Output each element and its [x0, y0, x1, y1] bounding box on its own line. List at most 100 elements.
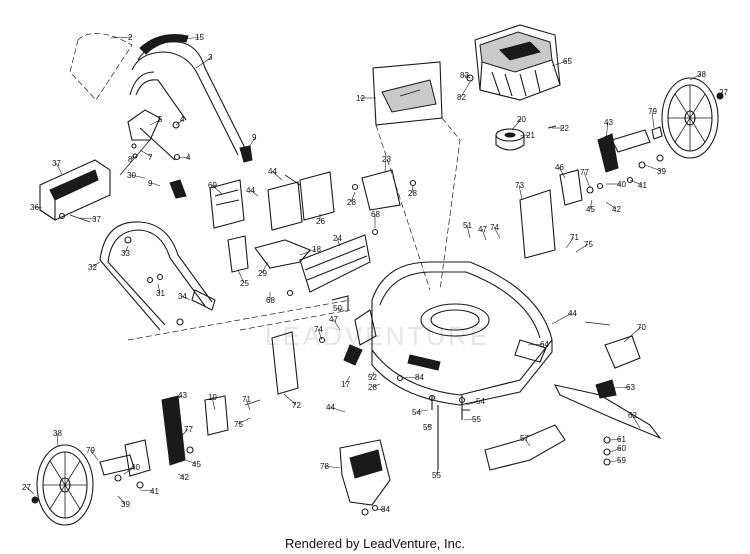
- part-callout-number[interactable]: 43: [178, 391, 187, 400]
- part-callout-number[interactable]: 27: [719, 88, 728, 97]
- part-callout-number[interactable]: 45: [586, 205, 595, 214]
- part-callout-number[interactable]: 28: [347, 198, 356, 207]
- part-callout-number[interactable]: 28: [368, 383, 377, 392]
- part-callout-number[interactable]: 57: [520, 434, 529, 443]
- part-callout-number[interactable]: 83: [460, 71, 469, 80]
- part-callout-number[interactable]: 12: [356, 94, 365, 103]
- part-callout-number[interactable]: 3: [208, 53, 213, 62]
- part-callout-number[interactable]: 27: [22, 483, 31, 492]
- part-callout-number[interactable]: 73: [515, 181, 524, 190]
- part-callout-number[interactable]: 4: [180, 115, 185, 124]
- part-callout-number[interactable]: 64: [540, 340, 549, 349]
- part-callout-number[interactable]: 77: [184, 425, 193, 434]
- part-callout-number[interactable]: 59: [617, 456, 626, 465]
- part-callout-number[interactable]: 40: [617, 180, 626, 189]
- callout-leader-line: [56, 432, 59, 447]
- part-callout-number[interactable]: 61: [617, 435, 626, 444]
- part-callout-number[interactable]: 43: [604, 118, 613, 127]
- part-callout-number[interactable]: 9: [252, 133, 257, 142]
- part-callout-number[interactable]: 29: [258, 269, 267, 278]
- part-callout-number[interactable]: 54: [412, 408, 421, 417]
- part-callout-number[interactable]: 84: [381, 505, 390, 514]
- part-callout-number[interactable]: 44: [268, 167, 277, 176]
- part-callout-number[interactable]: 68: [266, 296, 275, 305]
- part-callout-number[interactable]: 74: [314, 325, 323, 334]
- part-callout-number[interactable]: 82: [457, 93, 466, 102]
- part-callout-number[interactable]: 17: [341, 380, 350, 389]
- part-callout-number[interactable]: 18: [312, 245, 321, 254]
- part-callout-number[interactable]: 42: [180, 473, 189, 482]
- part-callout-number[interactable]: 46: [555, 163, 564, 172]
- part-callout-number[interactable]: 55: [423, 423, 432, 432]
- callout-leader-line: [613, 386, 631, 389]
- part-callout-number[interactable]: 79: [86, 446, 95, 455]
- part-callout-number[interactable]: 70: [637, 323, 646, 332]
- part-callout-number[interactable]: 68: [371, 210, 380, 219]
- part-callout-number[interactable]: 78: [320, 462, 329, 471]
- part-callout-number[interactable]: 15: [195, 33, 204, 42]
- part-callout-number[interactable]: 36: [30, 203, 39, 212]
- part-callout-number[interactable]: 39: [121, 500, 130, 509]
- part-callout-number[interactable]: 22: [560, 124, 569, 133]
- part-callout-number[interactable]: 74: [490, 223, 499, 232]
- part-callout-number[interactable]: 23: [382, 155, 391, 164]
- callout-leader-line: [181, 295, 191, 301]
- part-callout-number[interactable]: 9: [148, 179, 153, 188]
- part-callout-number[interactable]: 55: [472, 415, 481, 424]
- part-callout-number[interactable]: 41: [638, 181, 647, 190]
- part-callout-number[interactable]: 2: [128, 33, 133, 42]
- part-callout-number[interactable]: 24: [333, 234, 342, 243]
- part-callout-number[interactable]: 52: [368, 373, 377, 382]
- part-callout-number[interactable]: 71: [570, 233, 579, 242]
- part-callout-number[interactable]: 5: [158, 115, 163, 124]
- part-callout-number[interactable]: 25: [240, 279, 249, 288]
- part-callout-number[interactable]: 40: [131, 463, 140, 472]
- part-callout-number[interactable]: 39: [657, 167, 666, 176]
- part-callout-number[interactable]: 37: [52, 159, 61, 168]
- part-callout-number[interactable]: 50: [333, 304, 342, 313]
- part-callout-number[interactable]: 26: [316, 217, 325, 226]
- part-callout-number[interactable]: 20: [517, 115, 526, 124]
- callout-leader-line: [575, 243, 589, 253]
- part-callout-number[interactable]: 51: [463, 221, 472, 230]
- part-callout-number[interactable]: 84: [415, 373, 424, 382]
- part-callout-number[interactable]: 45: [192, 460, 201, 469]
- part-callout-number[interactable]: 65: [563, 57, 572, 66]
- part-callout-number[interactable]: 71: [242, 395, 251, 404]
- part-callout-number[interactable]: 37: [92, 215, 101, 224]
- part-callout-number[interactable]: 32: [88, 263, 97, 272]
- callout-leader-line: [211, 396, 216, 411]
- part-callout-number[interactable]: 31: [156, 289, 165, 298]
- part-callout-number[interactable]: 42: [612, 205, 621, 214]
- part-callout-number[interactable]: 8: [128, 155, 133, 164]
- part-callout-number[interactable]: 19: [208, 393, 217, 402]
- part-callout-number[interactable]: 38: [697, 70, 706, 79]
- part-callout-number[interactable]: 7: [148, 153, 153, 162]
- part-callout-number[interactable]: 54: [476, 397, 485, 406]
- part-callout-number[interactable]: 41: [150, 487, 159, 496]
- callout-leader-line: [523, 437, 531, 447]
- part-callout-number[interactable]: 75: [584, 240, 593, 249]
- part-callout-number[interactable]: 47: [329, 315, 338, 324]
- part-callout-number[interactable]: 55: [432, 471, 441, 480]
- part-callout-number[interactable]: 75: [234, 420, 243, 429]
- part-callout-number[interactable]: 34: [178, 292, 187, 301]
- part-callout-number[interactable]: 28: [408, 189, 417, 198]
- part-callout-number[interactable]: 44: [568, 309, 577, 318]
- part-callout-number[interactable]: 21: [526, 131, 535, 140]
- part-callout-number[interactable]: 63: [626, 383, 635, 392]
- part-callout-number[interactable]: 69: [208, 181, 217, 190]
- part-callout-number[interactable]: 79: [648, 107, 657, 116]
- part-callout-number[interactable]: 72: [292, 401, 301, 410]
- part-callout-number[interactable]: 38: [53, 429, 62, 438]
- part-callout-number[interactable]: 44: [326, 403, 335, 412]
- callout-leader-line: [435, 469, 439, 476]
- part-callout-number[interactable]: 47: [478, 225, 487, 234]
- part-callout-number[interactable]: 4: [186, 153, 191, 162]
- part-callout-number[interactable]: 77: [580, 168, 589, 177]
- part-callout-number[interactable]: 30: [127, 171, 136, 180]
- part-callout-number[interactable]: 44: [246, 186, 255, 195]
- part-callout-number[interactable]: 33: [121, 249, 130, 258]
- part-callout-number[interactable]: 62: [628, 411, 637, 420]
- part-callout-number[interactable]: 60: [617, 444, 626, 453]
